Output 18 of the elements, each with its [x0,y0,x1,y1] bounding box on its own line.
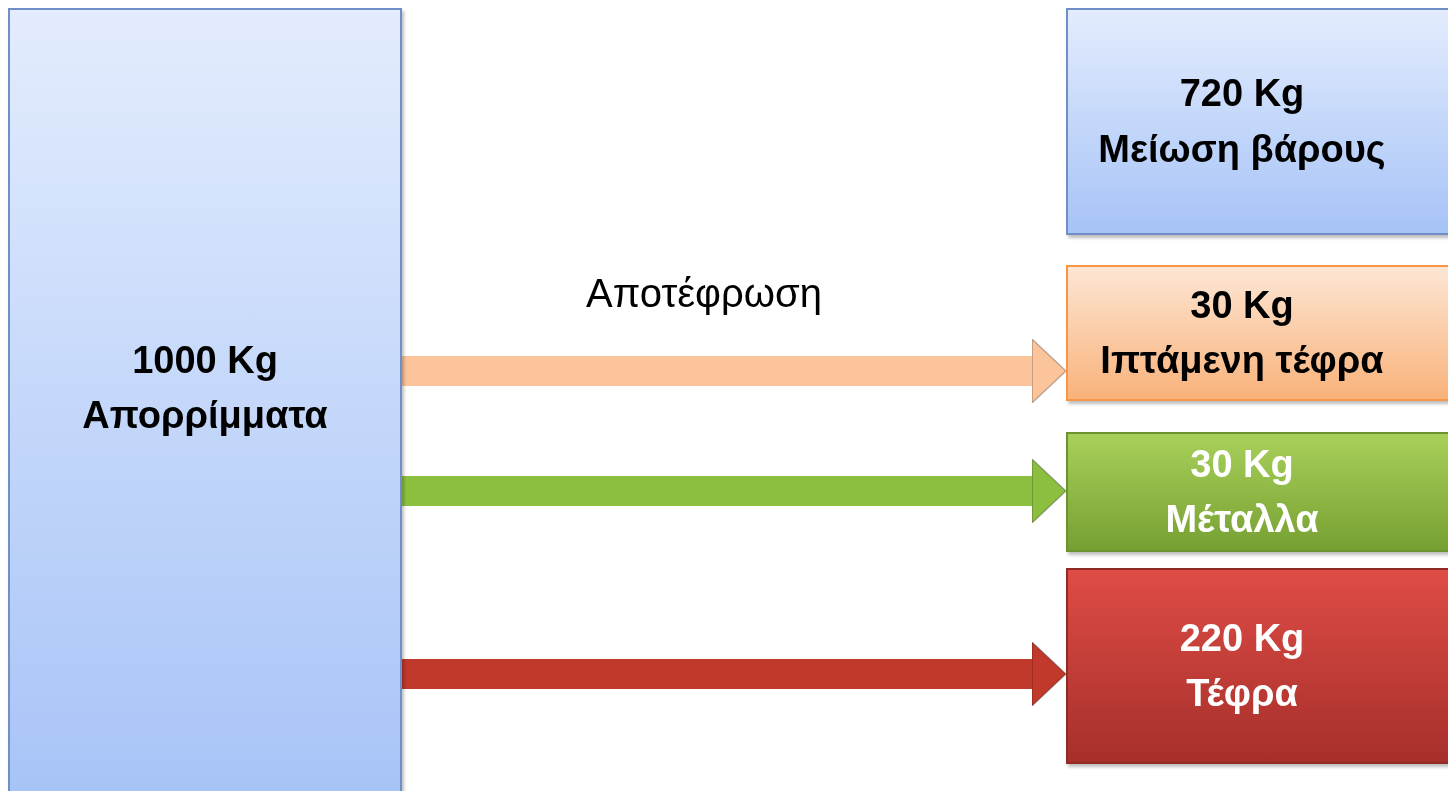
weight-label: 30 Kg [1190,441,1294,487]
box-label: Τέφρα [1186,671,1298,716]
process-box [1066,8,1448,235]
box-label: Απορρίμματα [82,393,328,438]
block-arrow [402,641,1067,707]
box-label: Ιπτάμενη τέφρα [1100,338,1384,383]
weight-label: 30 Kg [1190,282,1294,328]
process-box [1066,432,1448,552]
weight-label: 220 Kg [1179,615,1305,661]
box-label: Μείωση βάρους [1098,126,1386,172]
box-label: Μέταλλα [1165,497,1319,542]
block-arrow [402,458,1067,524]
block-arrow [402,338,1067,404]
process-box [8,8,402,791]
process-box [1066,568,1448,764]
weight-label: 1000 Kg [132,337,278,383]
weight-label: 720 Kg [1179,71,1305,117]
process-box [1066,265,1448,401]
